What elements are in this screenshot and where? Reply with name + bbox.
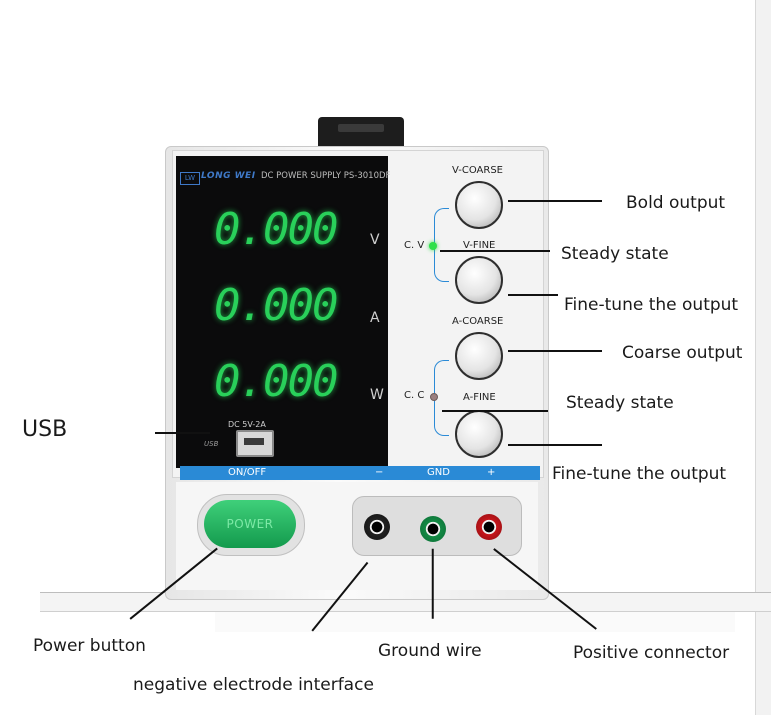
usb-port-slot — [244, 438, 264, 445]
callout-ground-wire: Ground wire — [378, 641, 482, 661]
cc-indicator-led — [430, 393, 438, 401]
current-readout: 0.000 — [214, 280, 338, 331]
callout-fine-tune-1: Fine-tune the output — [564, 295, 739, 315]
callout-power-button: Power button — [33, 636, 146, 656]
minus-label: − — [375, 467, 384, 478]
callout-coarse-output: Coarse output — [622, 343, 743, 363]
gnd-label: GND — [427, 467, 450, 478]
display-panel — [176, 156, 388, 468]
callout-line-steady-state-2 — [442, 410, 548, 412]
cv-label: C. V — [404, 240, 425, 251]
callout-line-fine-tune-1 — [508, 294, 558, 296]
a-coarse-knob[interactable] — [455, 332, 503, 380]
callout-line-bold-output — [508, 200, 602, 202]
callout-steady-state-1: Steady state — [561, 244, 669, 264]
carry-handle — [318, 117, 404, 151]
positive-terminal[interactable] — [476, 514, 502, 540]
label-stripe — [180, 466, 540, 480]
callout-bold-output: Bold output — [626, 193, 726, 213]
callout-steady-state-2: Steady state — [566, 393, 674, 413]
callout-line-fine-tune-2 — [508, 444, 602, 446]
v-coarse-knob[interactable] — [455, 181, 503, 229]
callout-negative-electrode: negative electrode interface — [133, 675, 374, 695]
model-label: DC POWER SUPPLY PS-3010DF — [261, 171, 391, 181]
background-shelf-shadow — [215, 612, 735, 632]
voltage-unit: V — [370, 232, 380, 248]
plus-label: + — [487, 467, 496, 478]
background-panel — [755, 0, 771, 715]
carry-handle-slot — [338, 124, 384, 132]
callout-positive-connector: Positive connector — [573, 643, 730, 663]
v-fine-label: V-FINE — [463, 240, 496, 251]
callout-line-ground — [432, 548, 434, 619]
callout-usb: USB — [22, 417, 68, 442]
cv-indicator-led — [429, 242, 437, 250]
brand-name: LONG WEI — [201, 171, 256, 181]
callout-line-steady-state-1 — [440, 250, 550, 252]
cc-label: C. C — [404, 390, 425, 401]
negative-terminal[interactable] — [364, 514, 390, 540]
power-unit: W — [370, 387, 384, 403]
power-button[interactable]: POWER — [204, 500, 296, 548]
power-readout: 0.000 — [214, 356, 338, 407]
brand-logo: LW — [180, 172, 200, 185]
a-fine-label: A-FINE — [463, 392, 496, 403]
a-coarse-label: A-COARSE — [452, 316, 504, 327]
usb-port-text: USB — [204, 440, 219, 448]
ground-terminal[interactable] — [420, 516, 446, 542]
voltage-readout: 0.000 — [214, 204, 338, 255]
callout-line-coarse-output — [508, 350, 602, 352]
current-unit: A — [370, 310, 380, 326]
usb-port-rating: DC 5V-2A — [228, 420, 266, 429]
callout-fine-tune-2: Fine-tune the output — [552, 464, 727, 484]
v-coarse-label: V-COARSE — [452, 165, 503, 176]
callout-line-usb — [155, 432, 210, 434]
v-fine-knob[interactable] — [455, 256, 503, 304]
a-fine-knob[interactable] — [455, 410, 503, 458]
on-off-label: ON/OFF — [228, 467, 267, 478]
